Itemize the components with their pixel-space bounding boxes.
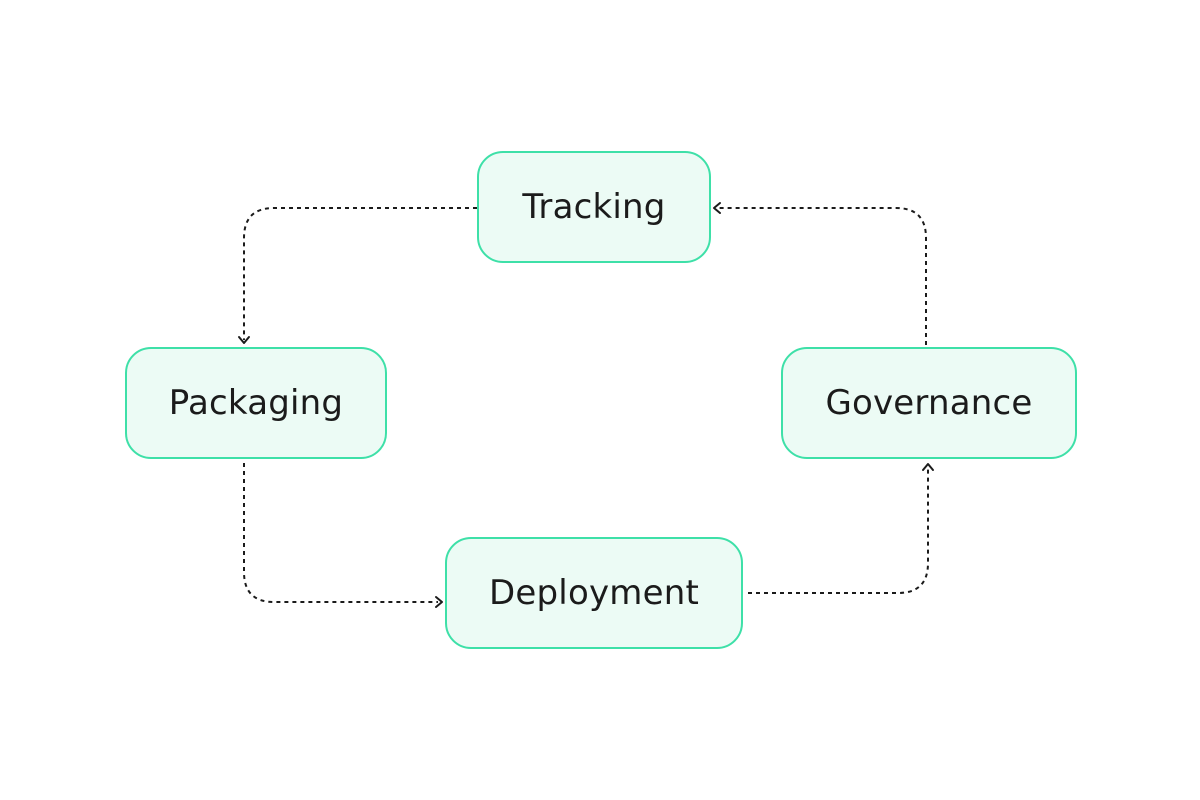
node-packaging-label: Packaging [168, 383, 344, 423]
node-packaging: Packaging [125, 347, 387, 459]
node-tracking-label: Tracking [522, 187, 666, 227]
arrowhead-deployment [435, 596, 443, 608]
edge-packaging-to-deployment [243, 463, 438, 603]
edge-deployment-to-governance [748, 467, 929, 594]
arrowhead-tracking [713, 202, 721, 214]
node-governance-label: Governance [825, 383, 1033, 423]
edge-governance-to-tracking [717, 207, 927, 345]
edge-tracking-to-packaging [243, 207, 477, 340]
arrowhead-packaging [238, 336, 250, 344]
arrowhead-governance [922, 463, 934, 471]
node-deployment-label: Deployment [489, 573, 699, 613]
node-governance: Governance [781, 347, 1077, 459]
node-deployment: Deployment [445, 537, 743, 649]
node-tracking: Tracking [477, 151, 711, 263]
